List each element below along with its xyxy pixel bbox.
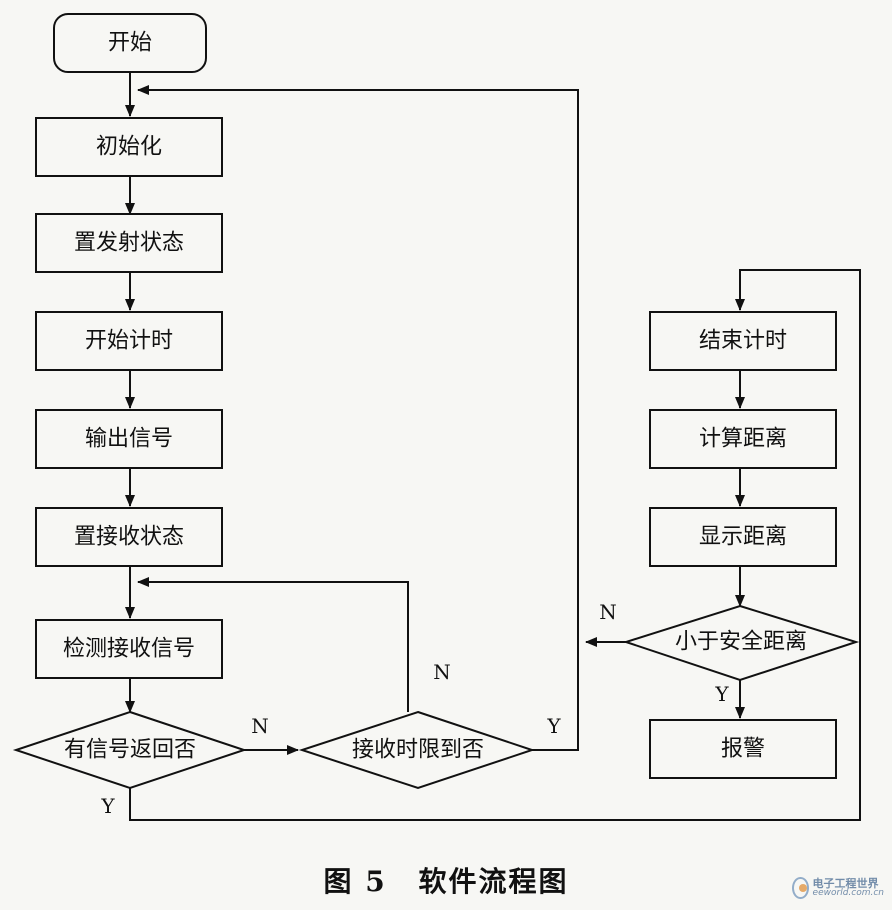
eeworld-watermark: 电子工程世界 eeworld.com.cn <box>792 872 884 904</box>
set-tx-node <box>35 213 223 273</box>
signal-no-label: N <box>251 714 269 738</box>
figure-title: 软件流程图 <box>418 865 569 898</box>
show-distance-label: 显示距离 <box>699 525 787 550</box>
timeout-yes-label: Y <box>546 714 561 738</box>
edge-timeout-no <box>137 577 409 712</box>
start-timer-label: 开始计时 <box>85 329 173 354</box>
alarm-label: 报警 <box>721 737 765 762</box>
detect-signal-node <box>35 619 223 679</box>
timeout-label: 接收时限到否 <box>352 738 484 763</box>
figure-number: 图 5 <box>323 865 387 898</box>
start-label: 开始 <box>108 31 152 56</box>
start-node <box>53 13 207 73</box>
detect-signal-label: 检测接收信号 <box>63 637 195 662</box>
timeout-decision <box>298 710 536 790</box>
calc-distance-node <box>649 409 837 469</box>
flowchart: 开始 初始化 置发射状态 开始计时 输出信号 置接收状态 检测接收信号 有信号返… <box>12 13 861 821</box>
init-node <box>35 117 223 177</box>
eeworld-logo-icon <box>792 877 809 899</box>
watermark-en: eeworld.com.cn <box>812 888 884 898</box>
stop-timer-label: 结束计时 <box>699 329 787 354</box>
set-rx-node <box>35 507 223 567</box>
stop-timer-node <box>649 311 837 371</box>
timeout-no-label: N <box>433 660 451 684</box>
set-rx-label: 置接收状态 <box>74 525 184 550</box>
init-label: 初始化 <box>96 135 162 160</box>
start-timer-node <box>35 311 223 371</box>
calc-distance-label: 计算距离 <box>699 427 787 452</box>
signal-returned-decision <box>12 710 248 790</box>
signal-yes-label: Y <box>100 794 115 818</box>
edge-timeout-yes <box>137 85 579 751</box>
watermark-cn: 电子工程世界 <box>812 877 879 890</box>
set-tx-label: 置发射状态 <box>74 231 184 256</box>
alarm-node <box>649 719 837 779</box>
output-signal-node <box>35 409 223 469</box>
edge-signal-yes <box>129 269 861 821</box>
figure-caption: 图 5 软件流程图 <box>0 860 892 900</box>
safe-no-label: N <box>599 600 617 624</box>
safe-yes-label: Y <box>714 682 729 706</box>
output-signal-label: 输出信号 <box>85 427 173 452</box>
less-than-safe-decision <box>622 604 860 682</box>
less-than-safe-label: 小于安全距离 <box>675 630 807 655</box>
signal-returned-label: 有信号返回否 <box>64 738 196 763</box>
show-distance-node <box>649 507 837 567</box>
